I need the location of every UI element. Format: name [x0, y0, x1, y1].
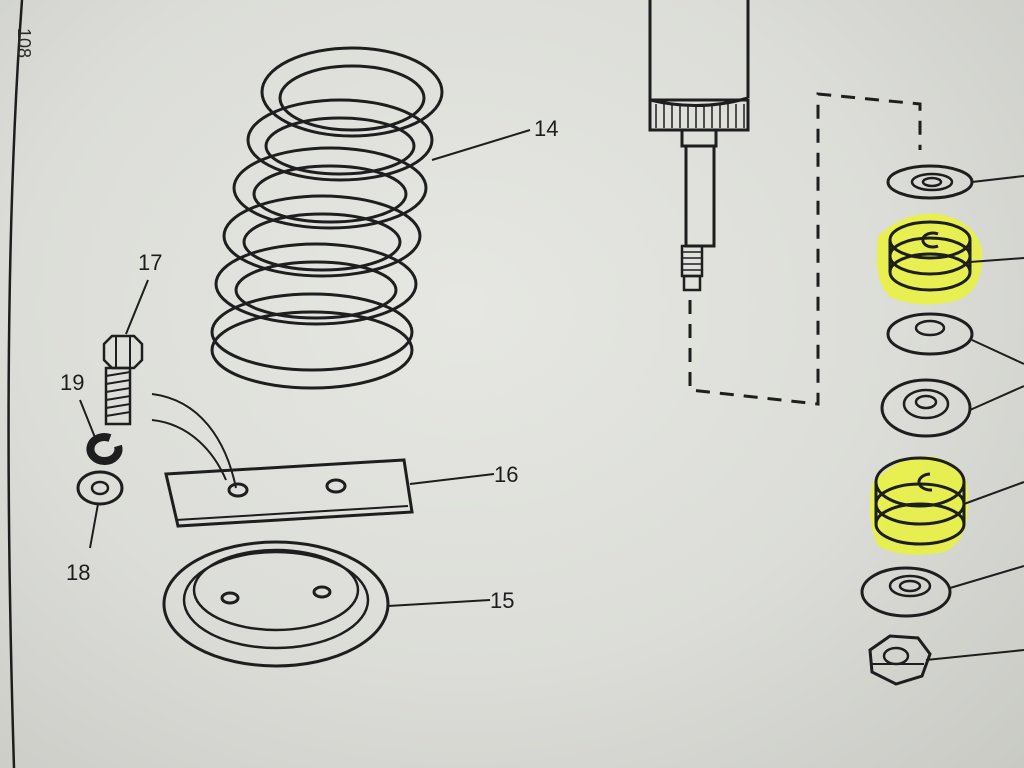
leader-14 — [431, 129, 531, 161]
middle-flat-washer — [886, 312, 974, 356]
callout-19: 19 — [60, 370, 84, 395]
callout-18: 18 — [66, 560, 90, 585]
callout-17: 17 — [138, 250, 162, 275]
top-cup-washer — [886, 164, 974, 200]
lock-washer — [86, 433, 123, 465]
spring-plate — [164, 458, 414, 528]
bottom-cup-washer — [860, 566, 952, 618]
spring-seat — [162, 540, 390, 668]
leader-19 — [79, 399, 97, 441]
callout-14: 14 — [534, 116, 558, 141]
cup-washer — [880, 378, 972, 438]
callout-16: 16 — [494, 462, 518, 487]
dashed-assembly-line — [688, 92, 922, 406]
page-edge-arc — [7, 0, 24, 768]
flat-washer — [76, 470, 124, 506]
bolt — [102, 334, 144, 426]
leader-16 — [409, 473, 495, 485]
leader-top-washer — [971, 175, 1024, 183]
callout-15: 15 — [490, 588, 514, 613]
leader-middle-washer — [971, 339, 1024, 365]
shock-absorber — [648, 0, 750, 292]
leader-bottom-washer — [949, 565, 1024, 589]
leader-17 — [125, 279, 149, 335]
leader-upper-bushing — [969, 257, 1024, 263]
leader-18 — [89, 503, 99, 549]
upper-rubber-bushing — [876, 213, 983, 305]
leader-cup-washer — [969, 385, 1024, 411]
leader-lower-bushing — [963, 481, 1024, 505]
page-number: 108 — [14, 28, 34, 58]
leader-hex-nut — [925, 649, 1024, 661]
hex-nut — [868, 634, 932, 686]
lower-rubber-bushing — [870, 456, 969, 555]
coil-spring — [210, 46, 444, 390]
wire-line-a — [151, 393, 237, 489]
leader-15 — [387, 599, 491, 607]
